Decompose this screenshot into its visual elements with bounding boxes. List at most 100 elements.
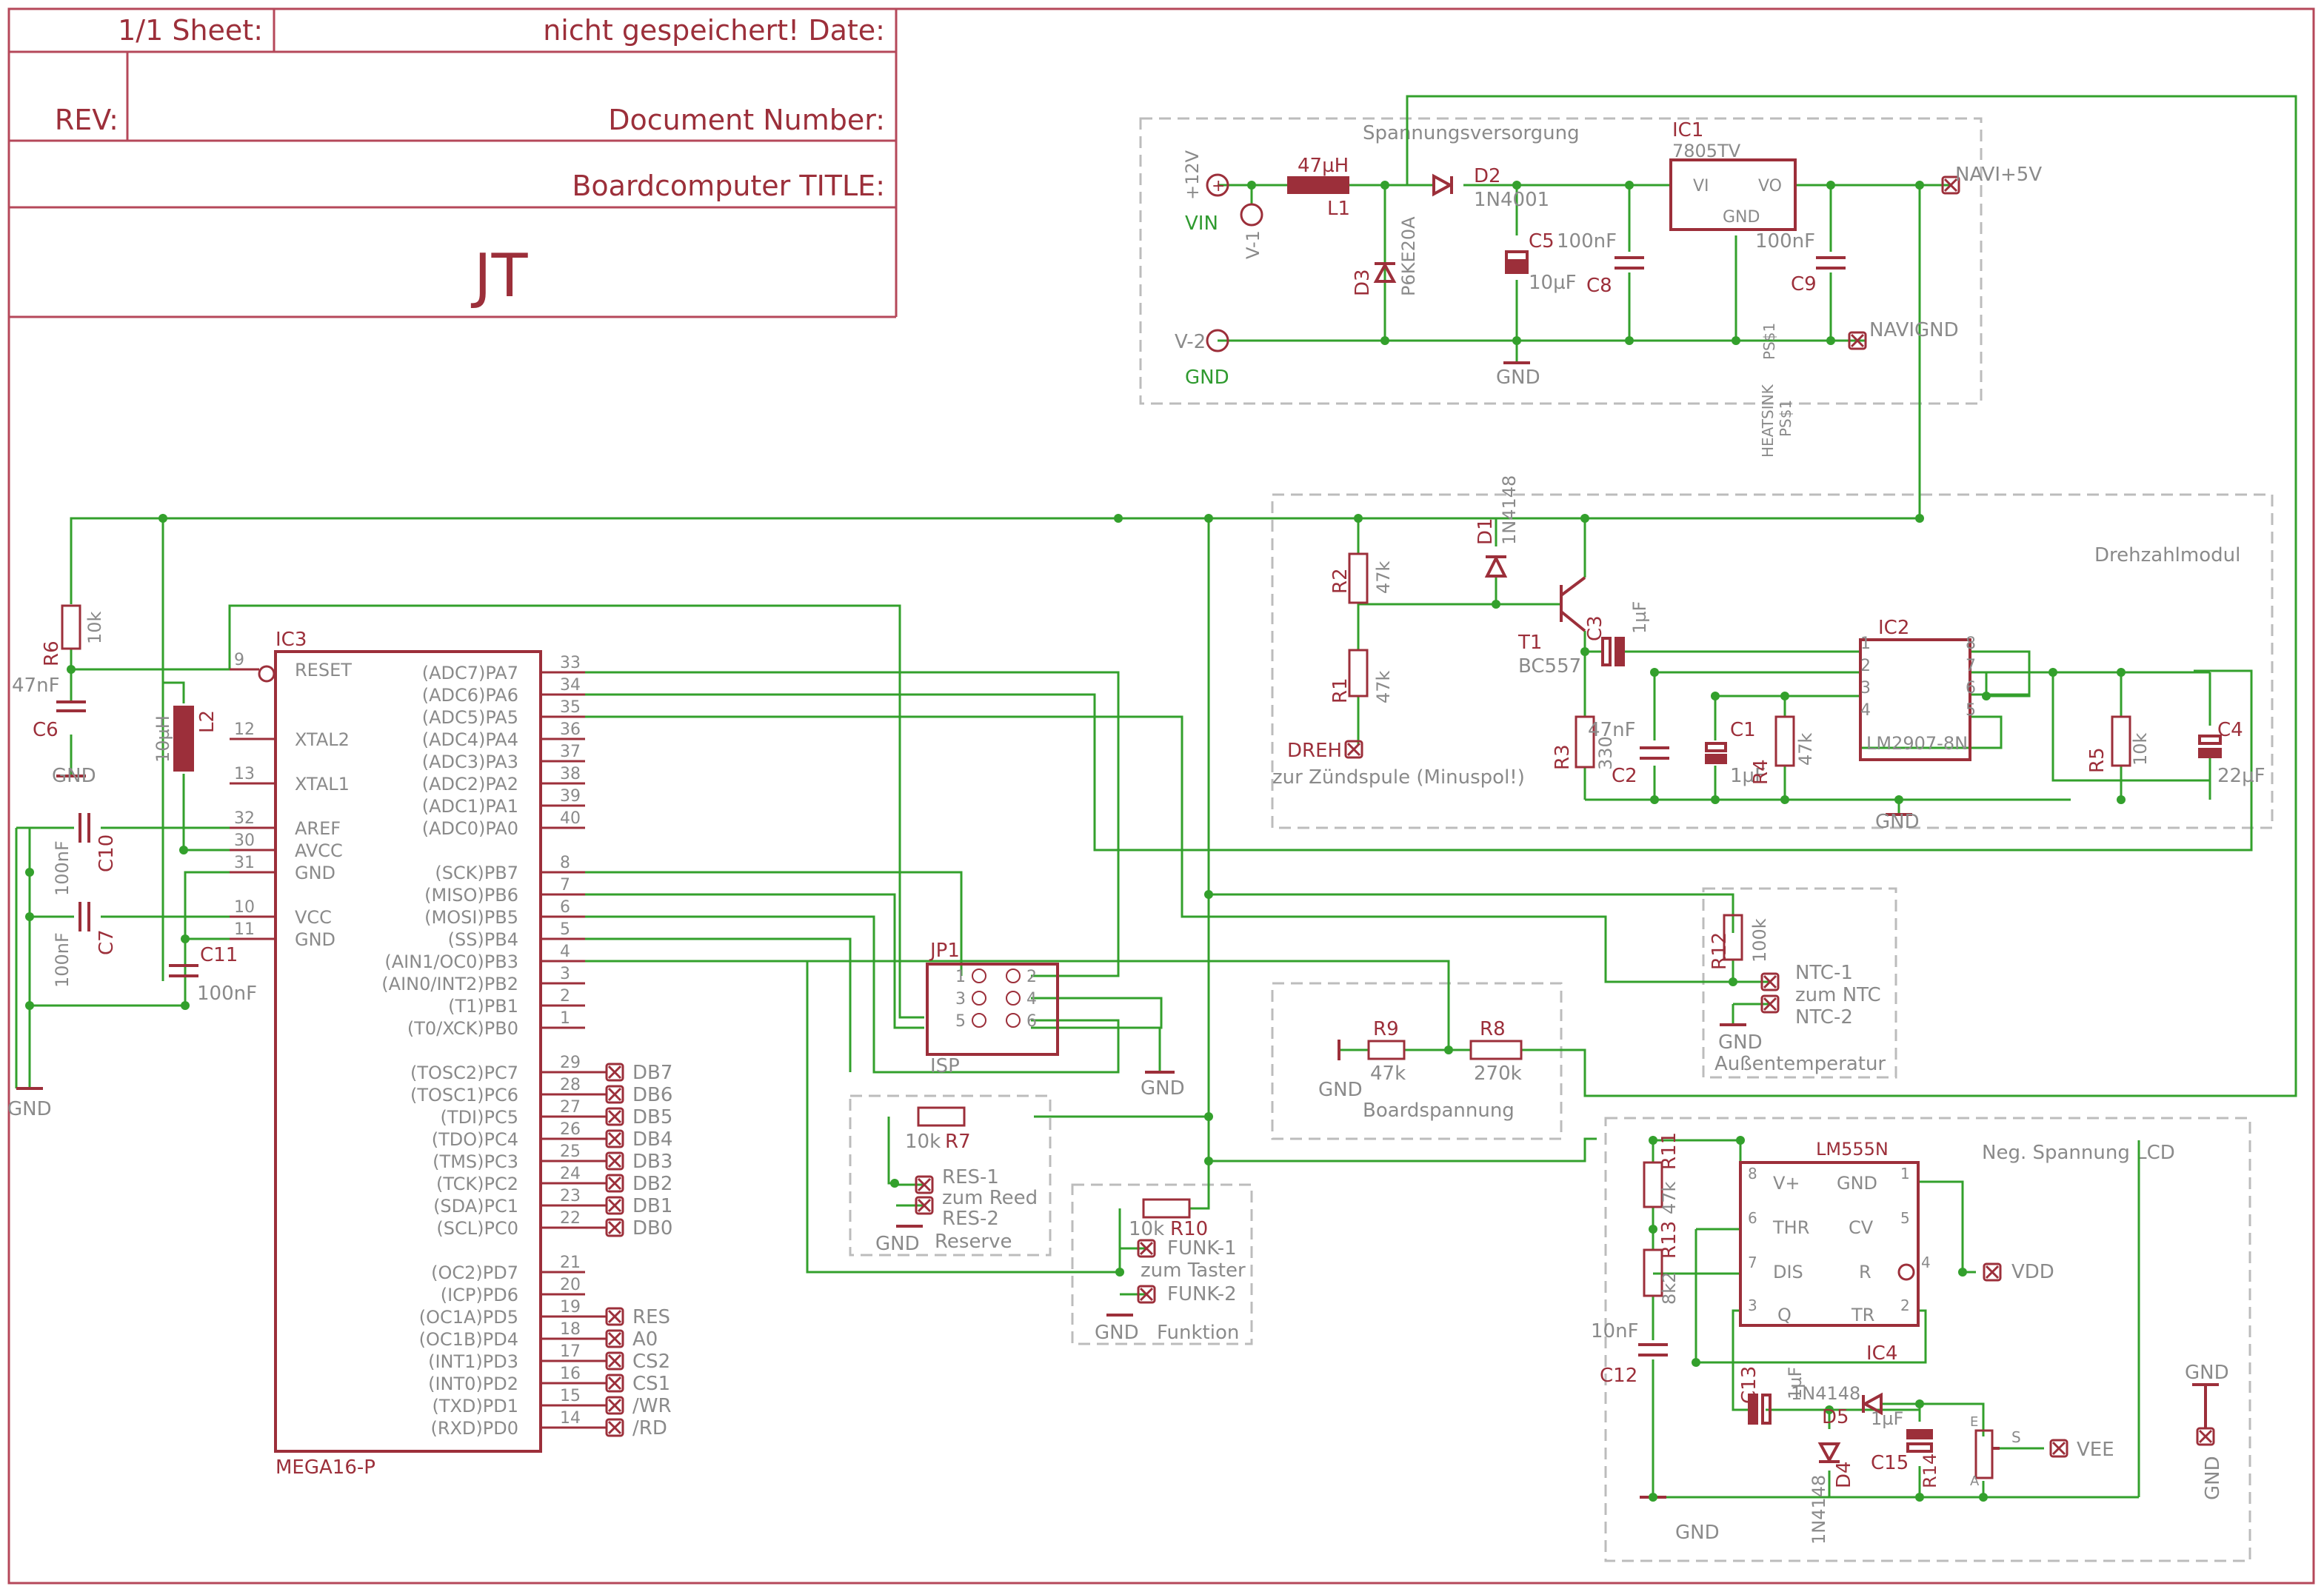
ic3-right-pin-number: 6 — [560, 898, 570, 917]
r5-value: 10k — [2130, 732, 2151, 766]
r1-name: R1 — [1329, 678, 1352, 703]
r13-value: 8k2 — [1659, 1272, 1680, 1305]
ic4-p2: TR — [1851, 1305, 1874, 1325]
ic3-right-pin-label: (ICP)PD6 — [441, 1285, 518, 1305]
jp1-pin-6: 6 — [1026, 1012, 1037, 1031]
group-board-label: Boardspannung — [1363, 1100, 1515, 1122]
db-label: DB6 — [632, 1084, 672, 1106]
dreh-label: DREH — [1287, 740, 1342, 762]
c7-value: 100nF — [52, 932, 73, 988]
pd-label: CS2 — [632, 1351, 670, 1373]
pd-label: RES — [632, 1306, 670, 1328]
funk1-connector-marker — [1137, 1239, 1156, 1258]
junction-dot — [2048, 668, 2057, 677]
junction-dot — [1825, 1405, 1834, 1414]
ic3-right-pin-stubs — [541, 671, 585, 1429]
ic1-name: IC1 — [1672, 119, 1703, 141]
r8-value: 270k — [1474, 1063, 1522, 1085]
junction-dot — [25, 1001, 34, 1010]
l2-value: 10µH — [153, 715, 173, 763]
db-connector-marker — [605, 1174, 624, 1193]
junction-dots — [25, 181, 2126, 1502]
svg-text:2: 2 — [1860, 657, 1871, 675]
d2-name: D2 — [1474, 165, 1501, 187]
ic1-vo: VO — [1758, 177, 1782, 195]
reset-inversion-bubble — [258, 665, 276, 683]
ic4-n3: 3 — [1748, 1297, 1757, 1314]
ic3-right-pin-label: (SCK)PB7 — [435, 863, 518, 883]
junction-dot — [1729, 977, 1737, 986]
ic3-right-pin-number: 22 — [560, 1209, 581, 1228]
ic3-right-pin-label: (ADC3)PA3 — [422, 752, 518, 772]
r14-name: R14 — [1920, 1453, 1940, 1488]
ic4-symbol — [1739, 1161, 1920, 1327]
taster-label: zum Taster — [1141, 1260, 1246, 1282]
vdd-label: VDD — [2011, 1261, 2054, 1283]
group-lcd-box — [1604, 1117, 2251, 1562]
l1-name: L1 — [1327, 198, 1350, 220]
db-label: DB0 — [632, 1217, 672, 1240]
junction-dot — [890, 1179, 899, 1188]
db-connector-marker — [605, 1218, 624, 1237]
c11-value: 100nF — [197, 983, 257, 1005]
group-power-box — [1139, 117, 1983, 405]
db-connector-marker — [605, 1151, 624, 1171]
junction-dot — [1354, 514, 1363, 523]
ic3-right-pin-number: 3 — [560, 965, 570, 983]
c1-name: C1 — [1730, 719, 1756, 741]
group-boxes — [849, 117, 2274, 1562]
junction-dot — [1247, 181, 1256, 190]
r14-s: S — [2011, 1428, 2021, 1446]
junction-dot — [1204, 1157, 1213, 1165]
ic3-right-pin-label: (ADC7)PA7 — [422, 663, 518, 683]
ic3-right-pin-label: (ADC2)PA2 — [422, 774, 518, 794]
r12-value: 100k — [1749, 918, 1770, 963]
c13-name: C13 — [1738, 1366, 1760, 1404]
group-funktion-box — [1071, 1183, 1253, 1345]
group-rpm-label: Drehzahlmodul — [2094, 544, 2240, 566]
r3-value: 330 — [1595, 736, 1616, 770]
ic3-right-pin-number: 35 — [560, 698, 581, 717]
ic3-right-pin-label: (AIN1/OC0)PB3 — [384, 951, 518, 972]
c3-name: C3 — [1584, 615, 1606, 641]
res1-connector-marker — [915, 1175, 934, 1194]
ic3-left-pin-number: 31 — [234, 854, 255, 872]
ic3-right-pin-label: (TOSC1)PC6 — [410, 1085, 518, 1105]
ic3-right-pin-label: (SDA)PC1 — [433, 1196, 518, 1217]
ic3-right-pin-label: (ADC5)PA5 — [422, 707, 518, 728]
ic3-right-pin-number: 16 — [560, 1365, 581, 1383]
jp1-value: ISP — [930, 1055, 960, 1077]
db-connector-marker — [605, 1063, 624, 1082]
junction-dot — [181, 1001, 190, 1010]
junction-dot — [1732, 336, 1740, 345]
ic3-right-pin-label: (OC1B)PD4 — [419, 1329, 518, 1350]
dreh-desc: zur Zündspule (Minuspol!) — [1272, 766, 1525, 789]
r3-name: R3 — [1552, 744, 1574, 770]
ic3-right-pin-number: 40 — [560, 809, 581, 828]
db-label: DB7 — [632, 1062, 672, 1084]
junction-dot — [1625, 181, 1634, 190]
plus12-label: +12V — [1182, 150, 1203, 200]
ic3-right-pin-number: 34 — [560, 676, 581, 695]
ic3-right-pin-number: 20 — [560, 1276, 581, 1294]
ic3-right-pin-label: (MISO)PB6 — [424, 885, 518, 906]
junction-dot — [1915, 181, 1924, 190]
v2-label: V-2 — [1175, 331, 1206, 353]
r2-name: R2 — [1329, 568, 1352, 594]
c12-value: 10nF — [1591, 1320, 1639, 1342]
ic3-right-pin-number: 8 — [560, 854, 570, 872]
ic3-left-pin-number: 32 — [234, 809, 255, 828]
c6-value: 47nF — [12, 675, 60, 697]
ic3-left-pin-number: 12 — [234, 720, 255, 739]
r6-value: 10k — [84, 611, 105, 644]
ic3-left-pin-number: 10 — [234, 898, 255, 917]
ic3-right-pin-label: (TOSC2)PC7 — [410, 1063, 518, 1083]
sheet-label: 1/1 Sheet: — [118, 14, 263, 47]
svg-text:5: 5 — [1966, 701, 1976, 720]
ic3-left-pin-number: 11 — [234, 920, 255, 939]
svg-text:1: 1 — [1860, 635, 1871, 653]
reed-label: zum Reed — [942, 1187, 1038, 1209]
gnd-connector-marker — [2196, 1427, 2215, 1446]
junction-dot — [1736, 1136, 1745, 1145]
d4-value: 1N4148 — [1809, 1475, 1829, 1545]
